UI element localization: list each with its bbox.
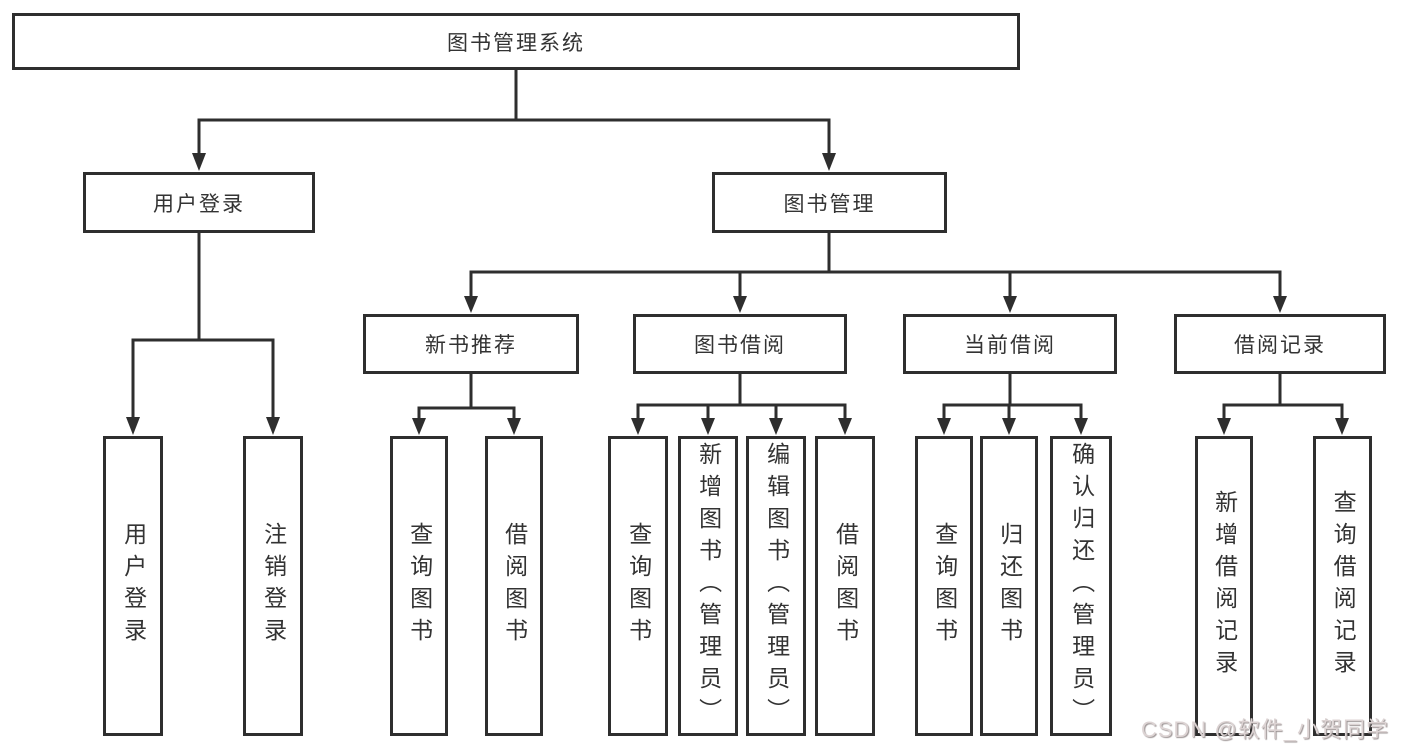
node-label: 查询图书 xyxy=(406,522,433,650)
leaf-logout: 注销登录 xyxy=(243,436,303,736)
node-label: 用户登录 xyxy=(120,522,147,650)
node-label: 新增借阅记录 xyxy=(1211,490,1238,682)
leaf-add-books-admin: 新增图书（管理员） xyxy=(678,436,738,736)
leaf-borrow-books: 借阅图书 xyxy=(815,436,875,736)
leaf-add-borrow-record: 新增借阅记录 xyxy=(1195,436,1253,736)
arrowhead-icons xyxy=(126,153,1349,435)
leaf-query-books-current: 查询图书 xyxy=(915,436,973,736)
node-label: 当前借阅 xyxy=(964,334,1056,357)
node-label: 借阅图书 xyxy=(832,522,859,650)
node-book-borrow: 图书借阅 xyxy=(633,314,847,374)
leaf-return-books: 归还图书 xyxy=(980,436,1038,736)
node-label: 查询借阅记录 xyxy=(1330,490,1357,682)
leaf-user-login: 用户登录 xyxy=(103,436,163,736)
node-label: 查询图书 xyxy=(931,522,958,650)
node-label: 归还图书 xyxy=(996,522,1023,650)
leaf-borrow-books-recommend: 借阅图书 xyxy=(485,436,543,736)
node-label: 图书管理 xyxy=(783,192,876,216)
node-label: 新书推荐 xyxy=(425,334,517,357)
node-label: 借阅图书 xyxy=(501,522,528,650)
node-label: 确认归还（管理员） xyxy=(1068,442,1095,730)
leaf-confirm-return-admin: 确认归还（管理员） xyxy=(1050,436,1112,736)
node-label: 查询图书 xyxy=(625,522,652,650)
node-label: 图书借阅 xyxy=(694,334,786,357)
leaf-query-books-borrow: 查询图书 xyxy=(608,436,668,736)
node-borrow-records: 借阅记录 xyxy=(1174,314,1386,374)
node-book-management: 图书管理 xyxy=(712,172,947,233)
node-root-system: 图书管理系统 xyxy=(12,13,1020,70)
node-label: 图书管理系统 xyxy=(447,31,585,55)
node-user-login: 用户登录 xyxy=(83,172,315,233)
node-new-book-recommend: 新书推荐 xyxy=(363,314,579,374)
node-label: 用户登录 xyxy=(153,192,245,216)
node-current-borrow: 当前借阅 xyxy=(903,314,1117,374)
node-label: 借阅记录 xyxy=(1234,334,1326,357)
node-label: 编辑图书（管理员） xyxy=(763,442,790,730)
leaf-query-books-recommend: 查询图书 xyxy=(390,436,448,736)
node-label: 注销登录 xyxy=(260,522,287,650)
leaf-query-borrow-record: 查询借阅记录 xyxy=(1313,436,1372,736)
node-label: 新增图书（管理员） xyxy=(695,442,722,730)
leaf-edit-books-admin: 编辑图书（管理员） xyxy=(746,436,806,736)
